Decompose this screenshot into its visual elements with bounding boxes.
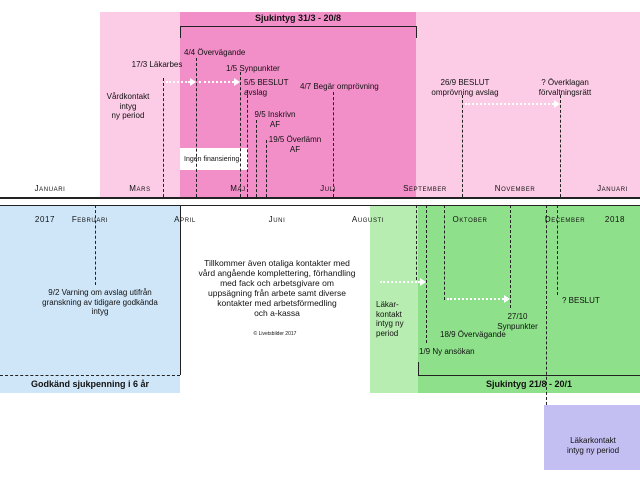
- label-synpunkter: 1/5 Synpunkter: [226, 64, 280, 73]
- arrowhead-2: [234, 78, 240, 86]
- blue-period-region: [0, 205, 180, 393]
- lakarkontakt2-line: [546, 205, 547, 405]
- overklagan-line: [560, 95, 561, 197]
- godkand-line: [0, 375, 180, 376]
- header-bar: [180, 12, 416, 26]
- label-synpunkter2: 27/10 Synpunkter: [497, 312, 538, 331]
- month-oktober: Oktober: [452, 215, 488, 224]
- april-divider: [180, 205, 181, 375]
- timeline-axis: [0, 197, 640, 199]
- label-overklagan: ? Överklagan förvaltningsrätt: [538, 78, 592, 97]
- ingen-finansiering-box: [180, 148, 248, 170]
- lightgreen-period-region: [370, 205, 418, 393]
- arrow-overvagande-synpunkter: [199, 81, 234, 83]
- arrowhead-3: [554, 100, 560, 108]
- sjukintyg-left-edge: [180, 26, 181, 38]
- beslut2-line: [462, 95, 463, 197]
- sjukintyg2-line: [418, 375, 640, 376]
- month-december: December: [544, 215, 586, 224]
- overvagande2-line: [444, 205, 445, 300]
- beslut1-line: [247, 90, 248, 197]
- label-overvagande2: 18/9 Övervägande: [440, 330, 506, 339]
- label-beslut3: ? BESLUT: [562, 296, 600, 305]
- year-2017: 2017: [34, 215, 56, 224]
- sjukintyg-header-line: [180, 26, 416, 27]
- label-vardkontakt: Vårdkontakt intyg ny period: [106, 92, 150, 120]
- month-augusti: Augusti: [351, 215, 385, 224]
- month-mars: Mars: [129, 184, 151, 193]
- label-begar: 4/7 Begär omprövning: [300, 82, 379, 91]
- label-beslut2: 26/9 BESLUT omprövning avslag: [431, 78, 499, 97]
- label-beslut1: 5/5 BESLUT avslag: [244, 78, 289, 97]
- synpunkter-line: [240, 72, 241, 197]
- month-januari-end: Januari: [597, 184, 628, 193]
- month-november: November: [494, 184, 536, 193]
- month-februari: Februari: [71, 215, 109, 224]
- lakarbes-line: [163, 78, 164, 197]
- begar-line: [333, 92, 334, 197]
- arrow-beslut2-overklagan: [465, 103, 554, 105]
- label-inskrivn: 9/5 Inskrivn AF: [254, 110, 296, 129]
- arrowhead-1: [190, 78, 196, 86]
- label-ansokan: 1/9 Ny ansökan: [419, 347, 475, 356]
- arrow-lakarbes-overvagande: [166, 81, 190, 83]
- arrow-lakarkontakt: [380, 281, 420, 283]
- label-ingen-finansiering: Ingen finansiering: [184, 156, 240, 163]
- overvagande-line: [196, 58, 197, 197]
- sjukintyg-header: Sjukintyg 31/3 - 20/8: [254, 13, 342, 23]
- synpunkter2-line: [510, 205, 511, 308]
- month-september: September: [403, 184, 447, 193]
- lavender-period-region: [544, 405, 640, 470]
- sjukintyg2-left-edge: [418, 362, 419, 375]
- sjukintyg-right-edge: [416, 26, 417, 38]
- label-varning: 9/2 Varning om avslag utifrån granskning…: [42, 288, 158, 316]
- arrowhead-5: [504, 295, 510, 303]
- label-godkand: Godkänd sjukpenning i 6 år: [30, 379, 150, 389]
- month-april: April: [174, 215, 196, 224]
- month-januari-top: Januari: [34, 184, 66, 193]
- varning-line: [95, 205, 96, 285]
- year-2018: 2018: [604, 215, 626, 224]
- label-lakarbes: 17/3 Läkarbes: [131, 60, 183, 69]
- label-lakarkontakt1: Läkar- kontakt intyg ny period: [376, 300, 404, 338]
- label-copyright: © Livetsbilder 2017: [253, 331, 297, 337]
- label-overlamn: 19/5 Överlämn AF: [268, 135, 322, 154]
- lakarkontakt1-line: [416, 205, 417, 280]
- overlamn-line: [266, 140, 267, 197]
- month-maj: Maj: [230, 184, 246, 193]
- inskrivn-line: [256, 120, 257, 197]
- label-overvagande: 4/4 Övervägande: [184, 48, 246, 57]
- month-juli: Juli: [320, 184, 336, 193]
- beslut3-line: [557, 205, 558, 295]
- label-lakarkontakt2: Läkarkontakt intyg ny period: [566, 436, 620, 455]
- arrow-overvagande2-synpunkter2: [447, 298, 504, 300]
- label-info: Tillkommer även otaliga kontakter med vå…: [198, 258, 356, 318]
- timeline-axis-lower: [0, 205, 640, 206]
- ansokan-line: [426, 205, 427, 343]
- month-juni: Juni: [268, 215, 286, 224]
- arrowhead-4: [420, 278, 426, 286]
- label-sjukintyg2: Sjukintyg 21/8 - 20/1: [485, 379, 573, 389]
